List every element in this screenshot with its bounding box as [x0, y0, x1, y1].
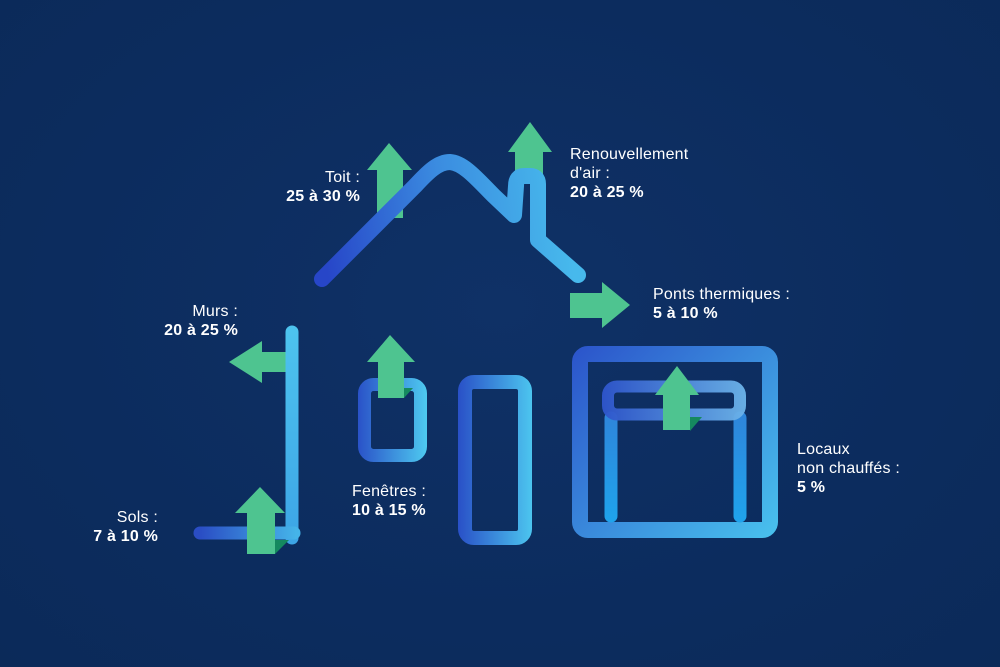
air-renewal-label-line2: d'air : [570, 165, 611, 182]
floor-label: Sols : [116, 509, 158, 526]
air-renewal-label-line1: Renouvellement [570, 146, 689, 163]
annotation-roof: Toit : 25 à 30 % [286, 168, 360, 206]
roof-chimney-line [314, 154, 586, 287]
unheated-rooms-arrow-icon [655, 366, 699, 430]
roof-label: Toit : [325, 169, 360, 186]
floor-value: 7 à 10 % [93, 528, 158, 545]
unheated-rooms-label-line1: Locaux [797, 441, 850, 458]
air-renewal-arrow-icon [508, 122, 552, 182]
windows-arrow-icon [367, 335, 415, 398]
annotation-thermal-bridges: Ponts thermiques : 5 à 10 % [653, 285, 790, 323]
roof-value: 25 à 30 % [286, 188, 360, 205]
unheated-rooms-value: 5 % [797, 479, 826, 496]
air-renewal-value: 20 à 25 % [570, 184, 644, 201]
thermal-bridges-value: 5 à 10 % [653, 305, 718, 322]
thermal-bridges-label: Ponts thermiques : [653, 286, 790, 303]
walls-value: 20 à 25 % [164, 322, 238, 339]
floor-arrow-shadow [275, 540, 289, 554]
door-outline [458, 375, 532, 545]
unheated-rooms-arrow-shadow [690, 417, 702, 431]
annotation-walls: Murs : 20 à 25 % [164, 302, 238, 340]
windows-arrow-shadow [404, 388, 413, 398]
walls-label: Murs : [192, 303, 238, 320]
unheated-rooms-label-line2: non chauffés : [797, 460, 901, 477]
garage-outline [572, 346, 778, 538]
walls-arrow-icon [229, 341, 298, 383]
annotation-unheated-rooms: Locaux non chauffés : 5 % [797, 440, 900, 497]
annotation-floor: Sols : 7 à 10 % [93, 508, 158, 546]
windows-value: 10 à 15 % [352, 502, 426, 519]
floor-arrow-icon [235, 487, 285, 554]
thermal-bridges-arrow-icon [570, 282, 630, 328]
windows-label: Fenêtres : [352, 483, 427, 500]
annotation-air-renewal: Renouvellement d'air : 20 à 25 % [570, 145, 688, 202]
annotation-windows: Fenêtres : 10 à 15 % [352, 482, 426, 520]
